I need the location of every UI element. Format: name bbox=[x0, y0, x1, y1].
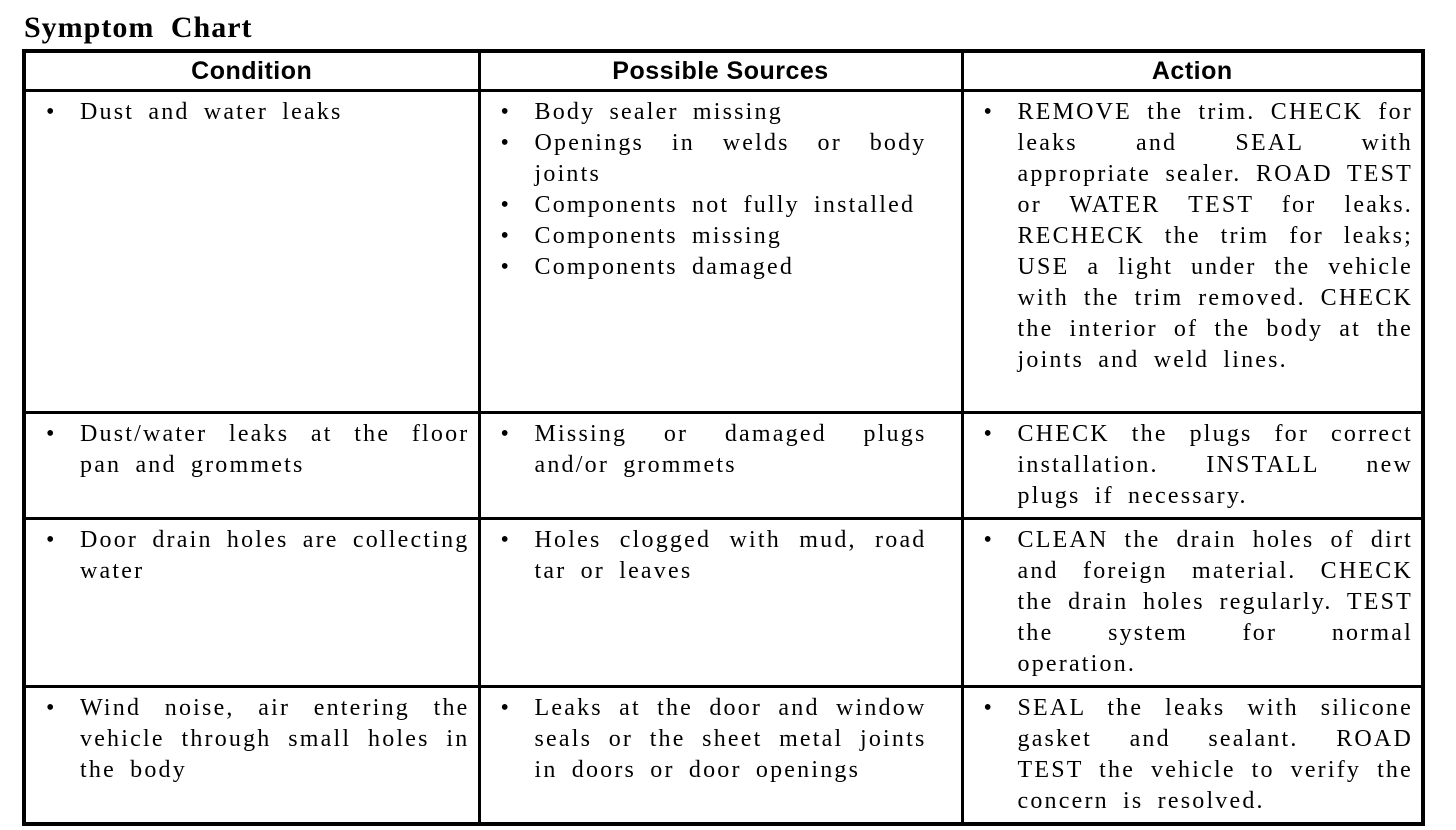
cell-condition: • Door drain holes are collecting water bbox=[22, 517, 481, 688]
cell-possible-sources: • Holes clogged with mud, road tar or le… bbox=[477, 517, 964, 688]
bullet-icon: • bbox=[500, 695, 512, 721]
bullet-item: • CLEAN the drain holes of dirt and fore… bbox=[964, 525, 1414, 680]
table-row: • Dust and water leaks • Body sealer mis… bbox=[22, 89, 1425, 414]
bullet-icon: • bbox=[983, 695, 995, 721]
bullet-item: • REMOVE the trim. CHECK for leaks and S… bbox=[964, 97, 1414, 376]
cell-action: • REMOVE the trim. CHECK for leaks and S… bbox=[960, 89, 1425, 414]
cell-action: • CHECK the plugs for correct installati… bbox=[960, 411, 1425, 520]
bullet-item: • Leaks at the door and window seals or … bbox=[481, 693, 927, 786]
action-text: CHECK the plugs for correct installation… bbox=[1017, 421, 1413, 509]
bullet-icon: • bbox=[500, 223, 512, 249]
bullet-item: • Door drain holes are collecting water bbox=[26, 525, 470, 587]
bullet-item: • Openings in welds or body joints bbox=[481, 128, 927, 190]
condition-text: Door drain holes are collecting water bbox=[80, 527, 470, 584]
action-text: SEAL the leaks with silicone gasket and … bbox=[1017, 695, 1413, 814]
bullet-icon: • bbox=[46, 527, 57, 553]
column-header-action: Action bbox=[960, 49, 1425, 92]
action-text: REMOVE the trim. CHECK for leaks and SEA… bbox=[1017, 99, 1413, 373]
cell-action: • CLEAN the drain holes of dirt and fore… bbox=[960, 517, 1425, 688]
cell-condition: • Dust and water leaks bbox=[22, 89, 481, 414]
cell-possible-sources: • Body sealer missing • Openings in weld… bbox=[477, 89, 964, 414]
bullet-icon: • bbox=[500, 527, 512, 553]
condition-text: Dust and water leaks bbox=[80, 99, 343, 125]
action-text: CLEAN the drain holes of dirt and foreig… bbox=[1017, 527, 1413, 677]
bullet-item: • Holes clogged with mud, road tar or le… bbox=[481, 525, 927, 587]
bullet-item: • Missing or damaged plugs and/or gromme… bbox=[481, 419, 927, 481]
bullet-item: • Body sealer missing bbox=[481, 97, 927, 128]
cell-possible-sources: • Leaks at the door and window seals or … bbox=[477, 685, 964, 826]
bullet-item: • Components missing bbox=[481, 221, 927, 252]
source-text: Components missing bbox=[534, 223, 783, 249]
bullet-icon: • bbox=[983, 99, 995, 125]
cell-condition: • Wind noise, air entering the vehicle t… bbox=[22, 685, 481, 826]
page-title: Symptom Chart bbox=[24, 11, 253, 44]
source-text: Components not fully installed bbox=[534, 192, 916, 218]
source-text: Missing or damaged plugs and/or grommets bbox=[534, 421, 927, 478]
bullet-icon: • bbox=[500, 421, 512, 447]
column-header-possible-sources: Possible Sources bbox=[477, 49, 964, 92]
table-row: • Door drain holes are collecting water … bbox=[22, 517, 1425, 688]
column-header-condition: Condition bbox=[22, 49, 481, 92]
source-text: Components damaged bbox=[534, 254, 795, 280]
table-row: • Dust/water leaks at the floor pan and … bbox=[22, 411, 1425, 520]
bullet-icon: • bbox=[500, 192, 512, 218]
bullet-icon: • bbox=[983, 421, 995, 447]
bullet-icon: • bbox=[983, 527, 995, 553]
bullet-item: • Dust/water leaks at the floor pan and … bbox=[26, 419, 470, 481]
cell-possible-sources: • Missing or damaged plugs and/or gromme… bbox=[477, 411, 964, 520]
table-header-row: Condition Possible Sources Action bbox=[22, 49, 1425, 92]
cell-action: • SEAL the leaks with silicone gasket an… bbox=[960, 685, 1425, 826]
source-text: Holes clogged with mud, road tar or leav… bbox=[534, 527, 927, 584]
bullet-item: • Components damaged bbox=[481, 252, 927, 283]
bullet-item: • Wind noise, air entering the vehicle t… bbox=[26, 693, 470, 786]
bullet-icon: • bbox=[46, 695, 57, 721]
source-text: Body sealer missing bbox=[534, 99, 783, 125]
bullet-icon: • bbox=[500, 254, 512, 280]
bullet-item: • CHECK the plugs for correct installati… bbox=[964, 419, 1414, 512]
source-text: Openings in welds or body joints bbox=[534, 130, 927, 187]
cell-condition: • Dust/water leaks at the floor pan and … bbox=[22, 411, 481, 520]
bullet-icon: • bbox=[46, 99, 57, 125]
bullet-item: • Dust and water leaks bbox=[26, 97, 470, 128]
source-text: Leaks at the door and window seals or th… bbox=[534, 695, 927, 783]
condition-text: Wind noise, air entering the vehicle thr… bbox=[80, 695, 470, 783]
symptom-chart-table: Condition Possible Sources Action • Dust… bbox=[22, 49, 1425, 826]
table-row: • Wind noise, air entering the vehicle t… bbox=[22, 685, 1425, 826]
bullet-item: • Components not fully installed bbox=[481, 190, 927, 221]
bullet-icon: • bbox=[500, 99, 512, 125]
condition-text: Dust/water leaks at the floor pan and gr… bbox=[80, 421, 470, 478]
bullet-item: • SEAL the leaks with silicone gasket an… bbox=[964, 693, 1414, 817]
bullet-icon: • bbox=[500, 130, 512, 156]
bullet-icon: • bbox=[46, 421, 57, 447]
